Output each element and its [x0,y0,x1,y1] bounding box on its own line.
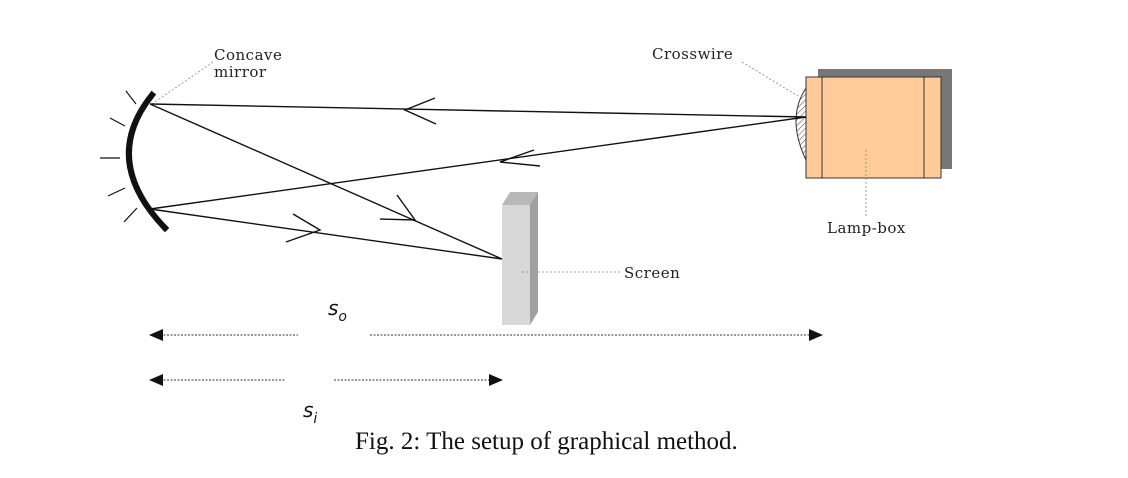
label-image-distance: si [303,398,318,427]
distance-object [149,329,823,341]
arrow-left-so [149,329,163,341]
ray-top-arrow [403,97,437,125]
crosswire-leader [741,61,799,97]
light-rays [149,97,807,260]
label-crosswire: Crosswire [652,45,734,63]
figure-caption: Fig. 2: The setup of graphical method. [355,428,738,455]
lamp-box-group [741,61,952,216]
distance-image [149,374,503,386]
ray-lower-arrow [499,149,541,167]
mirror-hatch-4 [107,187,126,197]
label-concave-mirror-line1: Concave [214,46,283,64]
mirror-hatch-5 [123,207,138,223]
lamp-box [805,76,942,179]
arrow-right-si [489,374,503,386]
label-screen: Screen [624,264,681,282]
ray-top [149,103,807,118]
mirror-hatch-2 [109,117,126,127]
concave-mirror [100,61,214,233]
label-concave-mirror-line2: mirror [214,63,267,81]
ray-reflect-2-arrow [285,213,322,243]
ray-reflect-1-arrow [379,194,417,221]
ray-lower [149,116,807,210]
ray-reflect-2 [149,208,503,260]
screen-plate [502,192,620,325]
ray-reflect-1 [149,103,503,260]
crosswire-lens [795,86,807,161]
label-object-distance: so [328,296,347,325]
arrow-left-si [149,374,163,386]
label-lamp-box: Lamp-box [827,219,906,237]
mirror-hatch-1 [125,90,137,105]
label-concave-mirror: Concave mirror [214,47,282,81]
mirror-leader [151,61,214,105]
arrow-right-so [809,329,823,341]
